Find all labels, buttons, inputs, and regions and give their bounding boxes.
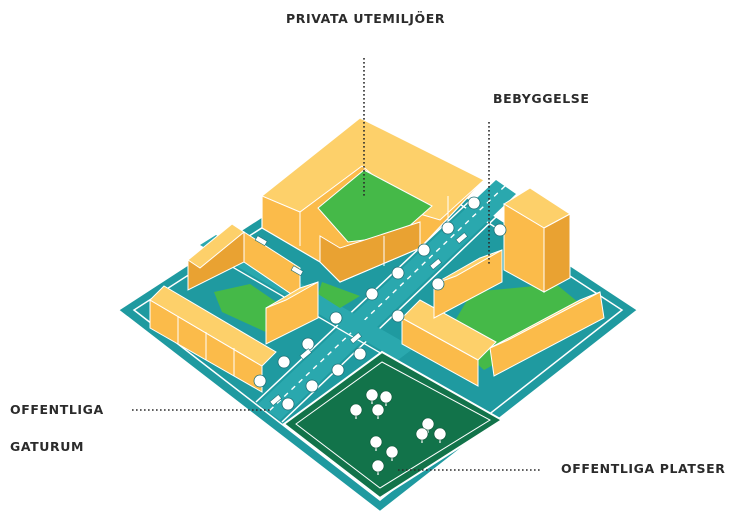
street-edge-lower — [281, 195, 519, 423]
lm-block-roof — [187, 223, 245, 269]
left-row-roof — [149, 285, 277, 367]
lm-block-wing-roof — [265, 281, 319, 309]
street-tree — [305, 379, 319, 393]
car — [429, 258, 442, 270]
street-tree — [277, 355, 291, 369]
right-lower-block — [401, 249, 605, 387]
plaza-trees — [349, 388, 447, 475]
tower-side — [543, 213, 571, 293]
street-tree — [391, 309, 405, 323]
leader-lines — [132, 58, 542, 471]
label-offentliga-platser: OFFENTLIGA PLATSER — [561, 461, 726, 476]
tower-building — [503, 187, 571, 293]
plaza-tree — [385, 445, 399, 459]
plaza-tree — [349, 403, 363, 417]
plaza-tree — [369, 435, 383, 449]
public-plaza — [282, 350, 504, 500]
street-tree — [417, 243, 431, 257]
street-centerline — [267, 185, 506, 413]
left-row-houses — [149, 285, 277, 393]
top-block-roof — [261, 117, 485, 221]
car — [349, 332, 362, 344]
street-tree — [329, 311, 343, 325]
plaza-tree — [365, 388, 379, 402]
plaza-tree — [421, 417, 435, 431]
label-bebyggelse: BEBYGGELSE — [493, 91, 590, 106]
street-tree — [281, 397, 295, 411]
street-tree — [431, 277, 445, 291]
plaza-tree — [371, 403, 385, 417]
courtyard-left — [214, 284, 282, 334]
car — [290, 265, 304, 277]
top-block-front — [319, 221, 421, 283]
car — [455, 232, 468, 244]
street-tree — [353, 347, 367, 361]
street-trees — [253, 196, 507, 411]
label-offentliga-gaturum-line2: GATURUM — [10, 439, 85, 454]
label-offentliga-gaturum-line1: OFFENTLIGA — [10, 402, 104, 417]
private-courtyard — [317, 169, 433, 243]
street-tree — [493, 223, 507, 237]
street-tree — [441, 221, 455, 235]
plaza-tree — [433, 427, 447, 441]
plaza-tree — [379, 390, 393, 404]
street-tree — [467, 196, 481, 210]
plaza-inner-outline — [295, 361, 492, 489]
cars — [254, 232, 468, 406]
plaza-surface — [282, 350, 504, 500]
top-perimeter-block — [261, 117, 485, 283]
label-privata-utemiljoer: PRIVATA UTEMILJÖER — [286, 11, 446, 26]
rl-upper-row-roof — [433, 249, 503, 285]
left-middle-block — [187, 223, 319, 345]
car — [269, 394, 282, 406]
street-tree — [301, 337, 315, 351]
car — [299, 348, 312, 360]
street-tree — [253, 374, 267, 388]
rl-long-roof — [401, 299, 497, 361]
rl-right-row-roof — [489, 291, 601, 349]
car — [254, 235, 268, 247]
street-tree — [365, 287, 379, 301]
courtyard-patch — [318, 282, 360, 308]
street-tree — [331, 363, 345, 377]
plaza-tree — [371, 459, 385, 473]
plaza-tree — [415, 427, 429, 441]
street-tree — [391, 266, 405, 280]
